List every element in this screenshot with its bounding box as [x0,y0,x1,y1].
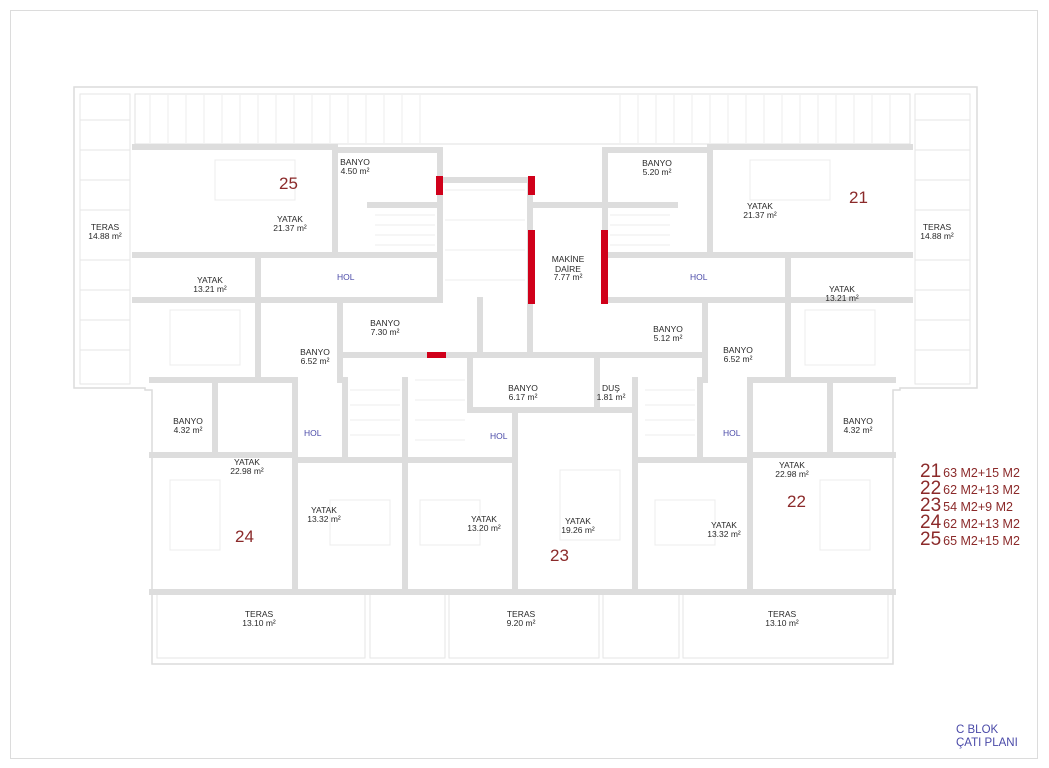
room-name-banyo-25b: BANYO [300,347,330,357]
furniture [169,159,876,551]
legend-area: 62 M2+13 M2 [943,483,1020,497]
hol-label: HOL [723,428,741,438]
room-name-makine: MAKİNE DAİRE [551,254,585,274]
room-name-teras-25: TERAS [90,222,120,232]
stairs [350,189,695,441]
room-area-yatak-24b: 13.32 m² [307,514,341,524]
room-name-banyo-21: BANYO [642,158,672,168]
room-name-teras-23: TERAS [506,609,536,619]
room-name-teras-24: TERAS [244,609,274,619]
legend-unit: 25 [920,529,942,550]
legend-unit: 21 [920,461,942,482]
room-name-dus-23: DUŞ [602,383,620,393]
roof-strip [134,93,911,145]
room-name-yatak-22: YATAK [779,460,805,470]
room-name-yatak-22b: YATAK [711,520,737,530]
legend-area: 62 M2+13 M2 [943,517,1020,531]
room-area-yatak-25b: 13.21 m² [193,284,227,294]
hol-label: HOL [490,431,508,441]
legend-area: 54 M2+9 M2 [943,500,1013,514]
room-name-yatak-21b: YATAK [829,284,855,294]
room-area-teras-25: 14.88 m² [88,231,122,241]
room-area-teras-23: 9.20 m² [506,618,536,628]
room-name-banyo-mid-left: BANYO [370,318,400,328]
room-area-dus-23: 1.81 m² [596,392,626,402]
room-name-teras-21: TERAS [922,222,952,232]
unit-number: 21 [849,188,868,207]
room-name-yatak-24: YATAK [234,457,260,467]
legend-area: 63 M2+15 M2 [943,466,1020,480]
room-name-yatak-21: YATAK [747,201,773,211]
legend-unit: 22 [920,478,942,499]
hol-label: HOL [304,428,322,438]
room-name-banyo-21b: BANYO [723,345,753,355]
roof-hatch [149,95,891,143]
structural-marks [427,176,608,358]
room-name-banyo-mid-right: BANYO [653,324,683,334]
room-area-banyo-24: 4.32 m² [173,425,203,435]
legend-unit: 23 [920,495,942,516]
unit-number: 23 [550,546,569,565]
unit-number: 25 [279,174,298,193]
room-area-yatak-22: 22.98 m² [775,469,809,479]
terrace-left [79,93,131,385]
room-name-teras-22: TERAS [767,609,797,619]
room-name-yatak-23: YATAK [565,516,591,526]
room-area-teras-21: 14.88 m² [920,231,954,241]
room-area-banyo-21b: 6.52 m² [723,354,753,364]
building-outline [73,86,978,665]
room-area-banyo-mid-right: 5.12 m² [653,333,683,343]
unit-number: 22 [787,492,806,511]
terrace-bottom [156,593,889,659]
room-area-yatak-21b: 13.21 m² [825,293,859,303]
room-area-yatak-24: 22.98 m² [230,466,264,476]
block-name: C BLOK [956,724,999,736]
page-frame [10,10,1038,759]
room-area-teras-24: 13.10 m² [242,618,276,628]
room-name-banyo-25: BANYO [340,157,370,167]
room-area-yatak-23: 19.26 m² [561,525,595,535]
room-name-yatak-24b: YATAK [311,505,337,515]
room-area-banyo-23: 6.17 m² [508,392,538,402]
room-area-yatak-23b: 13.20 m² [467,523,501,533]
terrace-right [914,93,971,385]
room-area-banyo-25b: 6.52 m² [300,356,330,366]
room-area-yatak-21: 21.37 m² [743,210,777,220]
room-name-banyo-23: BANYO [508,383,538,393]
hol-label: HOL [337,272,355,282]
room-area-yatak-25: 21.37 m² [273,223,307,233]
room-name-yatak-23b: YATAK [471,514,497,524]
room-area-banyo-25: 4.50 m² [340,166,370,176]
walls [132,144,913,595]
room-name-banyo-22: BANYO [843,416,873,426]
legend-area: 65 M2+15 M2 [943,534,1020,548]
block-title: C BLOK ÇATI PLANI [956,724,1018,750]
room-name-yatak-25: YATAK [277,214,303,224]
room-area-teras-22: 13.10 m² [765,618,799,628]
plan-name: ÇATI PLANI [956,737,1018,749]
room-area-banyo-22: 4.32 m² [843,425,873,435]
room-name-yatak-25b: YATAK [197,275,223,285]
room-area-yatak-22b: 13.32 m² [707,529,741,539]
unit-number: 24 [235,527,254,546]
room-area-makine: 7.77 m² [553,272,583,282]
hol-label: HOL [690,272,708,282]
room-area-banyo-21: 5.20 m² [642,167,672,177]
room-area-banyo-mid-left: 7.30 m² [370,327,400,337]
room-name-banyo-24: BANYO [173,416,203,426]
legend-unit: 24 [920,512,942,533]
